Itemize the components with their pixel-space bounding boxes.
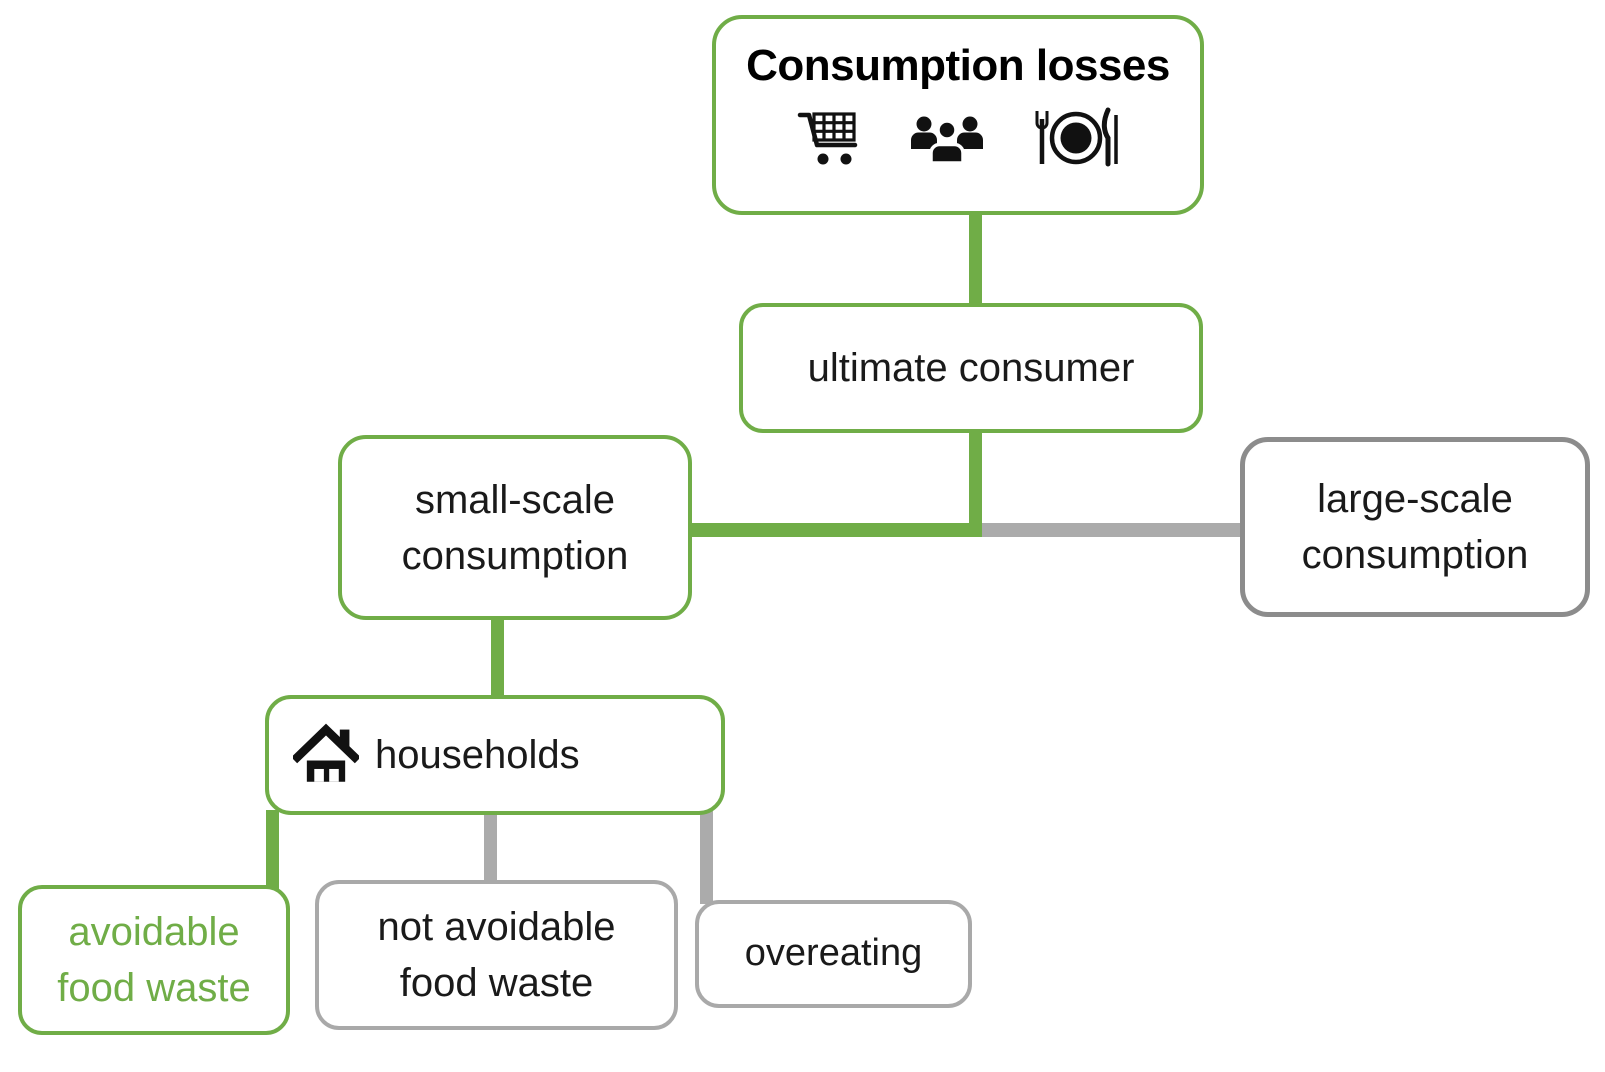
not-avoidable-line1: not avoidable [377, 905, 616, 949]
node-households: households [265, 695, 725, 815]
dining-icon [1031, 107, 1119, 167]
avoidable-line1: avoidable [68, 910, 240, 954]
node-small-scale-consumption: small-scale consumption [338, 435, 692, 620]
ultimate-consumer-label: ultimate consumer [807, 346, 1135, 390]
node-overeating: overeating [695, 900, 972, 1008]
small-scale-line1: small-scale [414, 477, 616, 522]
connector-households-to-notavoidable [484, 810, 497, 884]
large-scale-line2: consumption [1301, 533, 1529, 577]
connector-losses-to-ultimate [969, 211, 982, 307]
consumption-losses-label: Consumption losses [746, 41, 1170, 90]
avoidable-line2: food waste [57, 966, 251, 1010]
connector-ultimate-to-largescale [960, 523, 1244, 537]
node-not-avoidable-food-waste: not avoidable food waste [315, 880, 678, 1030]
connector-households-to-overeating [700, 810, 713, 904]
not-avoidable-line2: food waste [399, 961, 594, 1005]
cart-icon [797, 109, 863, 167]
connector-ultimate-to-smallscale [690, 523, 982, 537]
node-large-scale-consumption: large-scale consumption [1240, 437, 1590, 617]
node-avoidable-food-waste: avoidable food waste [18, 885, 290, 1035]
people-icon [909, 113, 985, 167]
overeating-label: overeating [744, 932, 923, 975]
house-icon [291, 722, 361, 789]
small-scale-line2: consumption [401, 533, 629, 578]
consumption-icons-row [797, 107, 1119, 167]
connector-households-to-avoidable [266, 810, 279, 892]
large-scale-line1: large-scale [1317, 477, 1513, 521]
node-consumption-losses: Consumption losses [712, 15, 1204, 215]
households-label: households [375, 733, 580, 777]
node-ultimate-consumer: ultimate consumer [739, 303, 1203, 433]
connector-smallscale-to-households [491, 616, 504, 699]
connector-ultimate-split-stem [969, 429, 982, 537]
